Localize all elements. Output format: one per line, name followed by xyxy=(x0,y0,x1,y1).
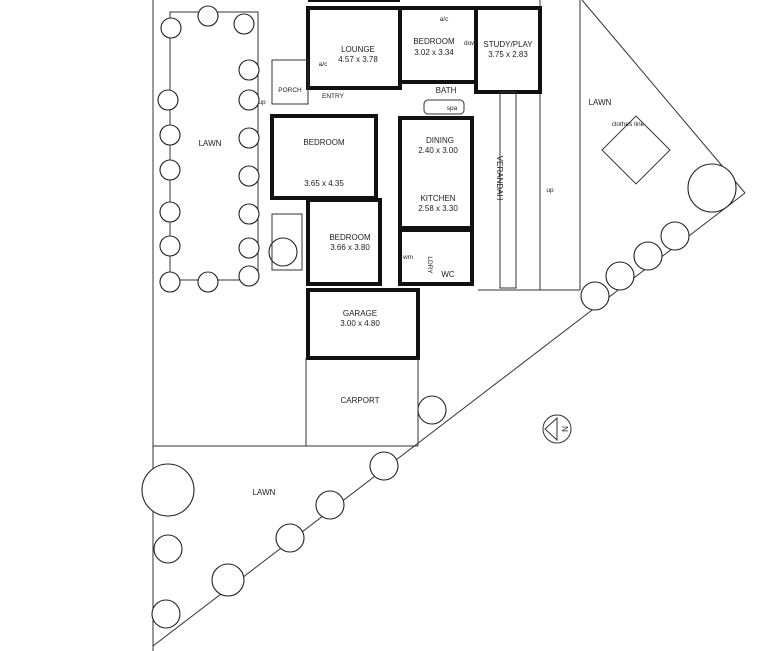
ac-label-1: a/c xyxy=(440,16,449,23)
study-label: STUDY/PLAY xyxy=(483,40,533,49)
tree-icon xyxy=(153,534,183,564)
spa-label: spa xyxy=(447,105,458,112)
garage-size: 3.00 x 4.80 xyxy=(340,319,380,328)
bedroom2-label: BEDROOM xyxy=(303,138,345,147)
up-label-1: up xyxy=(258,99,266,106)
tree-icon xyxy=(141,463,195,517)
entry-label: ENTRY xyxy=(322,93,345,100)
north-arrow: N xyxy=(542,414,572,444)
bedroom2-size: 3.65 x 4.35 xyxy=(304,179,344,188)
lawn-label-1: LAWN xyxy=(199,139,222,148)
tree-icon xyxy=(580,281,610,311)
tree-icon xyxy=(238,127,260,149)
bedroom1-size: 3.02 x 3.34 xyxy=(414,48,454,57)
kitchen-label: KITCHEN xyxy=(420,194,455,203)
lawn-label-3: LAWN xyxy=(253,488,276,497)
wc-label: WC xyxy=(441,270,455,279)
dining-size: 2.40 x 3.00 xyxy=(418,146,458,155)
tree-icon xyxy=(238,89,260,111)
tree-icon xyxy=(197,5,219,27)
tree-icon xyxy=(233,13,255,35)
tree-icon xyxy=(369,451,399,481)
tree-icon xyxy=(687,163,737,213)
tree-icon xyxy=(315,490,345,520)
lawn-label-2: LAWN xyxy=(589,98,612,107)
tree-icon xyxy=(660,221,690,251)
dining-label: DINING xyxy=(426,136,454,145)
carport-label: CARPORT xyxy=(341,396,380,405)
tree-icon xyxy=(159,201,181,223)
tree-icon xyxy=(159,271,181,293)
porch-label: PORCH xyxy=(278,87,302,94)
trees xyxy=(141,5,737,629)
garage-label: GARAGE xyxy=(343,309,377,318)
bedroom1-label: BEDROOM xyxy=(413,37,455,46)
tree-icon xyxy=(160,17,182,39)
laundry-label: LDRY xyxy=(426,256,433,274)
tree-icon xyxy=(238,237,260,259)
ac-label-2: a/c xyxy=(319,61,328,68)
tree-icon xyxy=(159,159,181,181)
clothes-line-label: clothes line xyxy=(612,121,645,128)
house-walls xyxy=(270,0,671,446)
bath-label: BATH xyxy=(436,86,457,95)
tree-icon xyxy=(417,395,447,425)
tree-icon xyxy=(238,203,260,225)
tree-icon xyxy=(151,599,181,629)
lounge-label: LOUNGE xyxy=(341,45,375,54)
tree-icon xyxy=(159,124,181,146)
north-label: N xyxy=(561,426,570,432)
verandah-label: VERANDAH xyxy=(495,156,504,201)
study-size: 3.75 x 2.83 xyxy=(488,50,528,59)
wm-label: wm xyxy=(402,254,413,261)
tree-icon xyxy=(197,271,219,293)
tree-icon xyxy=(238,165,260,187)
tree-icon xyxy=(238,265,260,287)
bedroom3-size: 3.66 x 3.80 xyxy=(330,243,370,252)
bedroom3-label: BEDROOM xyxy=(329,233,371,242)
kitchen-size: 2.58 x 3.30 xyxy=(418,204,458,213)
tree-icon xyxy=(159,235,181,257)
tree-icon xyxy=(268,237,298,267)
tree-icon xyxy=(238,59,260,81)
tree-icon xyxy=(605,261,635,291)
lounge-size: 4.57 x 3.78 xyxy=(338,55,378,64)
tree-icon xyxy=(157,89,179,111)
up-label-2: up xyxy=(546,187,554,194)
down-label: dow xyxy=(464,40,476,47)
tree-icon xyxy=(633,241,663,271)
tree-icon xyxy=(275,523,305,553)
tree-icon xyxy=(211,563,245,597)
